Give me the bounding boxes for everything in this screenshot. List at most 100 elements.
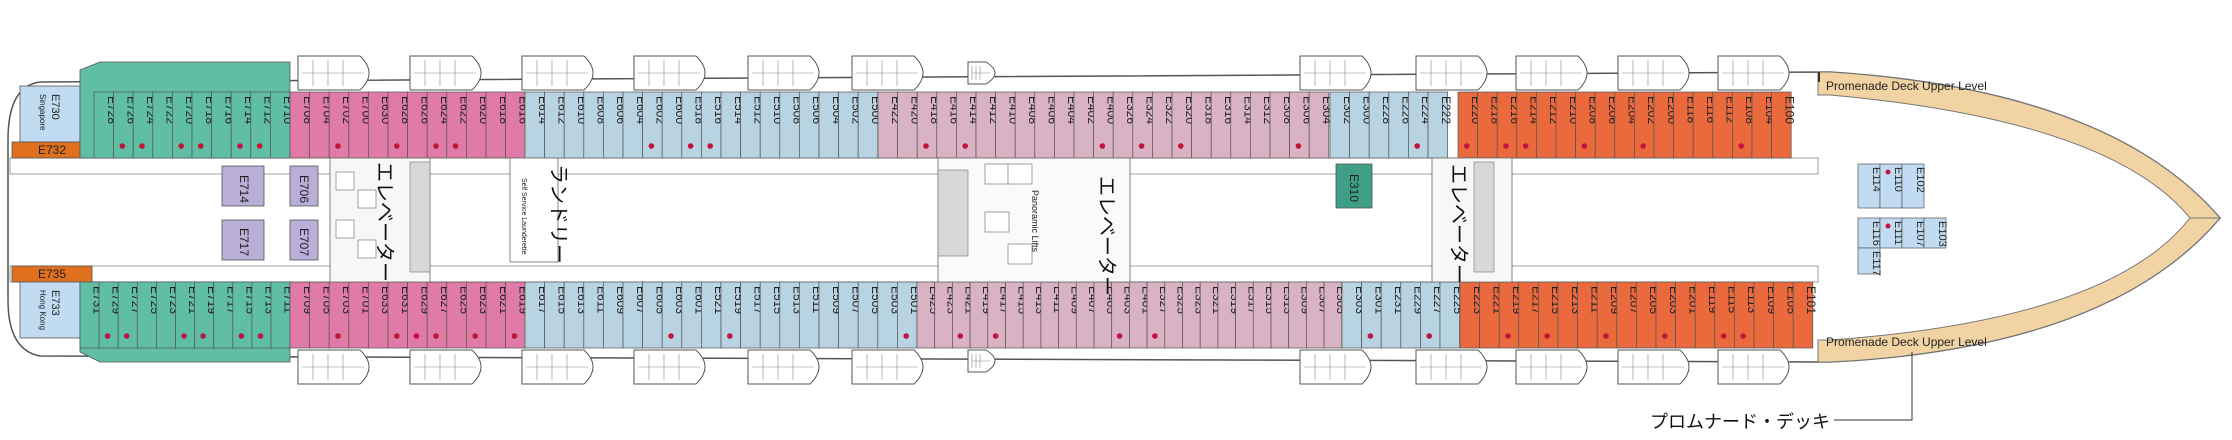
cabin-e103[interactable] [1923, 217, 1947, 249]
tender-boat-icon [967, 61, 996, 85]
cabin-e706[interactable] [289, 165, 319, 207]
lifeboat-icon [633, 349, 706, 385]
accessible-dot [1152, 333, 1158, 339]
accessible-dot [1581, 143, 1588, 149]
accessible-dot [668, 333, 674, 339]
lifeboat-icon [1717, 55, 1790, 91]
lifeboat-icon [1515, 55, 1588, 91]
lifeboat-icon [633, 55, 706, 91]
accessible-dot [1885, 169, 1891, 175]
cabin-e117[interactable] [1857, 247, 1881, 275]
accessible-dot [1503, 143, 1509, 149]
cabin-e102[interactable] [1901, 163, 1925, 209]
cabin-e730[interactable] [19, 85, 81, 143]
accessible-dot [413, 333, 420, 339]
cabin-e714-inner[interactable] [221, 165, 265, 207]
laundry-room [509, 157, 559, 263]
cabin-e304[interactable] [1308, 91, 1330, 159]
laundry-en-label: Self Service Launderette [520, 178, 527, 255]
accessible-dot [923, 143, 929, 149]
lifeboat-icon [851, 349, 924, 385]
accessible-dot [1505, 333, 1511, 339]
cabin-e222-label: E222 [1439, 96, 1453, 124]
lifeboat-icon [1617, 349, 1690, 385]
cabin-e116-label: E116 [1870, 221, 1882, 246]
accessible-dot [433, 143, 439, 149]
promenade-callout-line [1834, 352, 1913, 421]
accessible-dot [1603, 333, 1609, 339]
accessible-dot [1464, 143, 1470, 149]
cabin-e100[interactable] [1771, 91, 1792, 159]
cabin-e100-label: E100 [1782, 96, 1796, 124]
stairs-fwd [1473, 161, 1495, 273]
cabin-e107-label: E107 [1914, 221, 1926, 247]
cabin-e310[interactable] [1335, 163, 1373, 209]
cabin-e717[interactable] [221, 219, 265, 261]
lifeboat-icon [1299, 55, 1372, 91]
cabin-e714-inner-label: E714 [237, 175, 251, 203]
promenade-top-label: Promenade Deck Upper Level [1826, 79, 1987, 93]
cabin-e101[interactable] [1792, 281, 1814, 349]
cabin-e707[interactable] [289, 219, 319, 261]
accessible-dot [335, 143, 341, 149]
lifeboat-icon [747, 55, 820, 91]
elevator-area-mid [937, 157, 1131, 283]
hong-kong-label: Hong Kong [38, 290, 47, 330]
tender-boat-icon [967, 349, 996, 373]
lifeboat-layer [297, 55, 1790, 385]
accessible-dot [1367, 333, 1374, 339]
lifeboat-icon [1617, 55, 1690, 91]
cabin-e735-label: E735 [38, 267, 66, 281]
elevator-mid-label: エレベーター [1095, 176, 1119, 296]
accessible-dot [452, 143, 459, 149]
accessible-dot [1414, 143, 1420, 149]
laundry-jp-label: ランドリー [547, 164, 571, 264]
accessible-dot [727, 333, 733, 339]
accessible-dot [903, 333, 909, 339]
accessible-dot [957, 333, 964, 339]
elevator-area-fwd [1431, 157, 1513, 283]
cabin-e117-label: E117 [1870, 251, 1882, 276]
lifeboat-icon [1515, 349, 1588, 385]
lifeboat-icon [851, 55, 924, 91]
accessible-dot [1544, 333, 1550, 339]
lifeboat-icon [1415, 349, 1488, 385]
accessible-dot [992, 333, 999, 339]
lifeboat-icon [409, 349, 482, 385]
cabin-e111-label: E111 [1892, 221, 1904, 245]
singapore-label: Singapore [38, 94, 47, 131]
accessible-dot [1295, 143, 1302, 149]
cabin-e114-label: E114 [1870, 167, 1882, 192]
cabin-e110-label: E110 [1892, 167, 1904, 192]
accessible-dot [238, 333, 245, 339]
accessible-dot [1662, 333, 1668, 339]
stairs-mid [937, 169, 969, 257]
accessible-dot [1138, 143, 1145, 149]
panoramic-lifts-label: Panoramic Lifts [1030, 190, 1040, 253]
lifeboat-icon [521, 349, 594, 385]
cabin-e101-label: E101 [1804, 286, 1818, 314]
accessible-dot [1099, 143, 1106, 149]
accessible-dot [1426, 333, 1432, 339]
promenade-jp-label: プロムナード・デッキ [1650, 412, 1830, 433]
accessible-dot [962, 143, 968, 149]
lifeboat-icon [297, 349, 370, 385]
accessible-dot [198, 143, 204, 149]
accessible-dot [687, 143, 694, 149]
accessible-dot [139, 143, 145, 149]
accessible-dot [181, 333, 187, 339]
cabin-e102-label: E102 [1914, 167, 1926, 193]
cabin-e730-label: E730 [49, 94, 61, 120]
accessible-dot [119, 143, 126, 149]
cabin-e310-label: E310 [1347, 174, 1361, 202]
accessible-dot [200, 333, 206, 339]
stairs-aft [409, 161, 431, 273]
accessible-dot [123, 333, 130, 339]
accessible-dot [1720, 333, 1727, 339]
lifeboat-icon [521, 55, 594, 91]
cabin-e103-label: E103 [1936, 221, 1948, 247]
accessible-dot [394, 333, 400, 339]
accessible-dot [472, 333, 479, 339]
